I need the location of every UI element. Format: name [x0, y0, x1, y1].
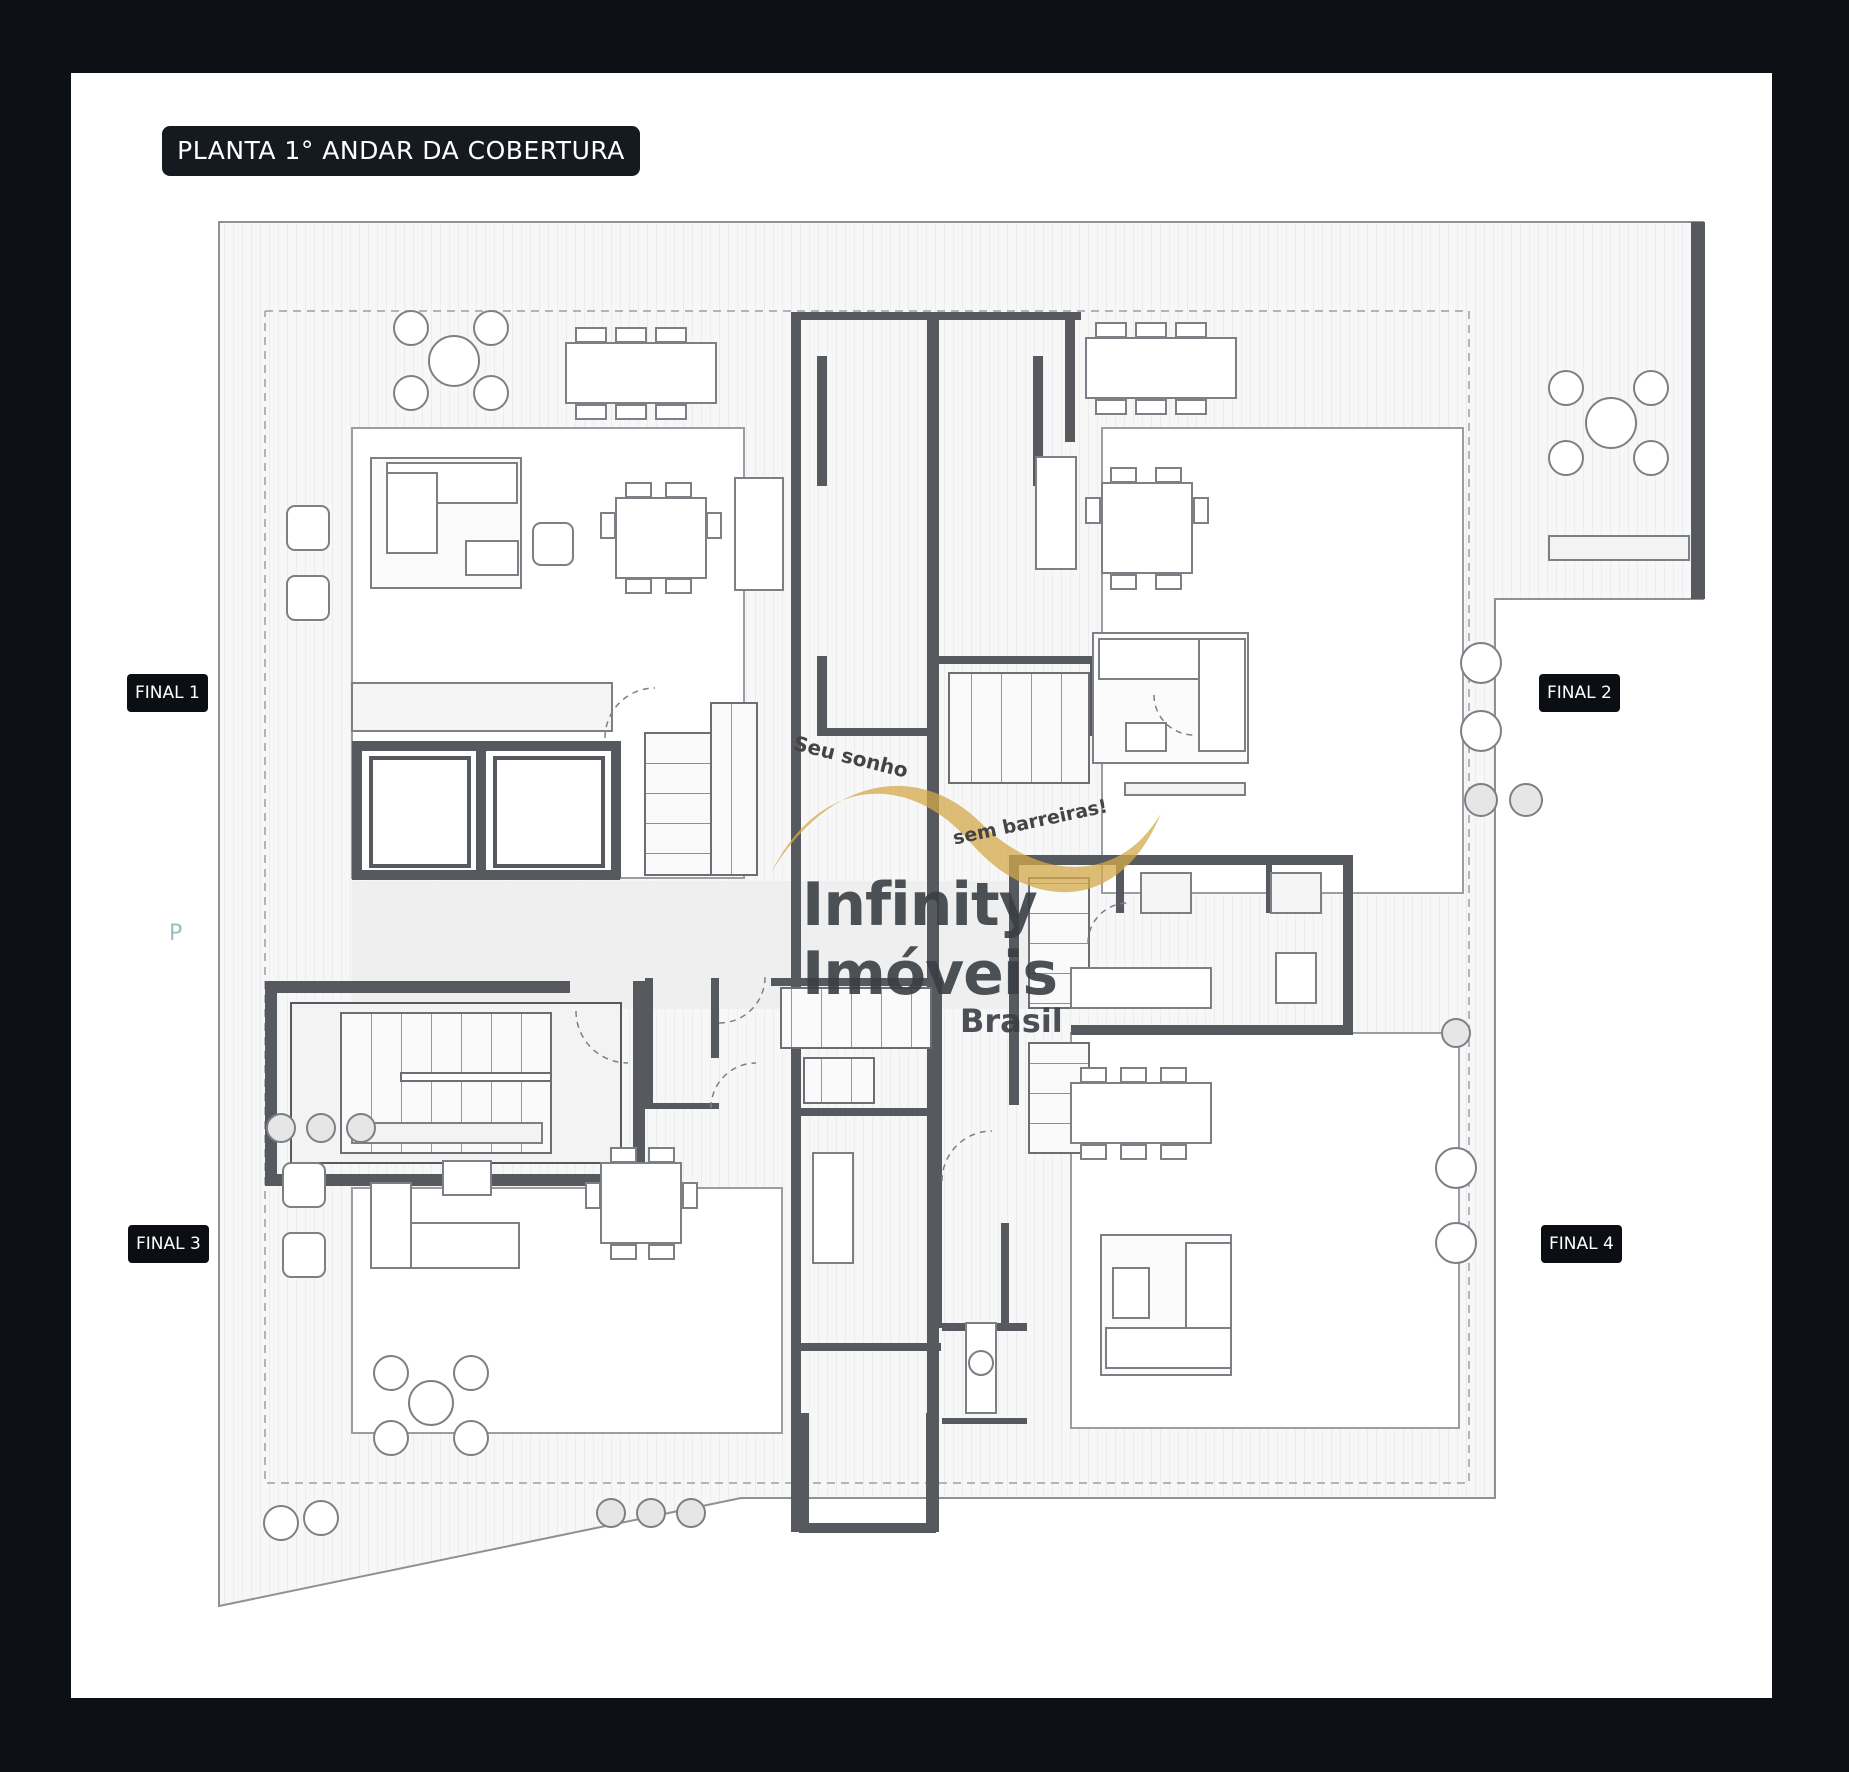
- parking-label: P: [169, 921, 183, 946]
- furniture-final-4: [965, 872, 1477, 1414]
- plan-title: PLANTA 1° ANDAR DA COBERTURA: [162, 126, 640, 176]
- furniture-final-1: [286, 310, 784, 732]
- door-swings: [575, 687, 1195, 1182]
- floor-plan-sheet: PLANTA 1° ANDAR DA COBERTURA FINAL 1 FIN…: [71, 73, 1772, 1698]
- floor-plan-drawing: [218, 221, 1705, 1608]
- unit-label-final-4: FINAL 4: [1541, 1225, 1622, 1263]
- unit-label-final-3: FINAL 3: [128, 1225, 209, 1263]
- furniture-final-3: [263, 1113, 854, 1541]
- watermark-brand-line-1: Infinity: [802, 870, 1038, 940]
- unit-label-final-2: FINAL 2: [1539, 674, 1620, 712]
- unit-label-final-1: FINAL 1: [127, 674, 208, 712]
- watermark-brand-line-2: Imóveis: [802, 939, 1058, 1009]
- furniture-final-2: [1035, 322, 1690, 817]
- watermark-brand-line-3: Brasil: [960, 1002, 1063, 1040]
